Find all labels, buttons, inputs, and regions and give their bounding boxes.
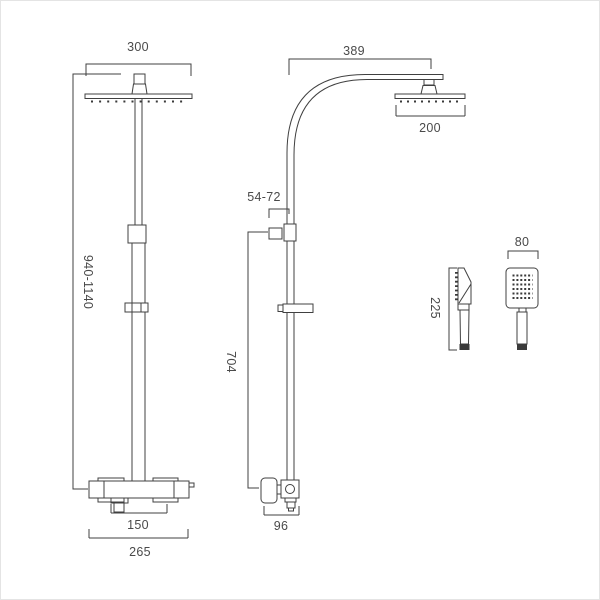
dimension-labels: 300 940-1140 150 265 389 200 54-72 704 9… bbox=[81, 40, 529, 559]
front-thermostatic-valve bbox=[88, 477, 195, 513]
front-overhead-shower-head bbox=[84, 93, 193, 103]
dim-label-riser-length: 704 bbox=[224, 351, 238, 373]
dim-handset-width-bracket bbox=[507, 250, 539, 259]
front-slider-bracket bbox=[124, 302, 149, 313]
dim-label-front-head-width: 300 bbox=[127, 40, 149, 54]
dim-front-valve-width-bracket bbox=[88, 529, 189, 539]
front-telescopic-coupling bbox=[127, 224, 147, 244]
front-riser-pipe bbox=[131, 98, 146, 482]
dim-valve-depth-bracket bbox=[263, 506, 300, 516]
handset-views bbox=[448, 250, 539, 351]
dim-label-valve-width: 265 bbox=[129, 545, 151, 559]
side-thermostatic-valve bbox=[260, 477, 300, 512]
valve-handle-side bbox=[260, 477, 278, 504]
dim-head-depth-bracket bbox=[395, 105, 466, 117]
dim-handset-length-line bbox=[448, 267, 457, 351]
handset-side-view bbox=[455, 267, 472, 350]
handset-side-end-cap bbox=[459, 344, 470, 350]
valve-control-dial bbox=[285, 484, 295, 494]
dim-label-valve-depth: 96 bbox=[274, 519, 289, 533]
front-head-mount bbox=[131, 73, 148, 95]
dim-label-bracket-range: 54-72 bbox=[247, 190, 280, 204]
valve-override-button bbox=[188, 482, 195, 488]
handset-front-view bbox=[505, 267, 539, 350]
dim-front-valve-centres-bracket bbox=[110, 504, 168, 514]
side-wall-bracket bbox=[268, 223, 297, 242]
dim-bracket-range-bracket bbox=[268, 208, 290, 218]
handset-nozzle-grid bbox=[512, 274, 533, 299]
side-riser-and-curved-arm bbox=[286, 74, 444, 480]
dim-label-head-depth: 200 bbox=[419, 121, 441, 135]
dim-label-handset-length: 225 bbox=[428, 297, 442, 319]
dim-label-handset-width: 80 bbox=[515, 235, 530, 249]
handset-handle bbox=[516, 311, 528, 345]
side-view bbox=[247, 58, 466, 516]
side-overhead-shower-head bbox=[394, 93, 466, 103]
side-valve-outlet bbox=[286, 501, 296, 509]
dim-label-valve-centres: 150 bbox=[127, 518, 149, 532]
side-head-mount bbox=[420, 79, 438, 95]
dim-label-arm-reach: 389 bbox=[343, 44, 365, 58]
dim-riser-length-line bbox=[247, 231, 268, 489]
dim-arm-reach-bracket bbox=[288, 58, 432, 75]
handset-front-end-cap bbox=[517, 344, 527, 350]
dim-front-height-line bbox=[72, 73, 121, 490]
dim-front-head-width-bracket bbox=[85, 63, 192, 76]
front-view bbox=[72, 63, 195, 539]
dim-label-front-height: 940-1140 bbox=[81, 255, 95, 309]
side-slider-bracket bbox=[277, 303, 314, 313]
